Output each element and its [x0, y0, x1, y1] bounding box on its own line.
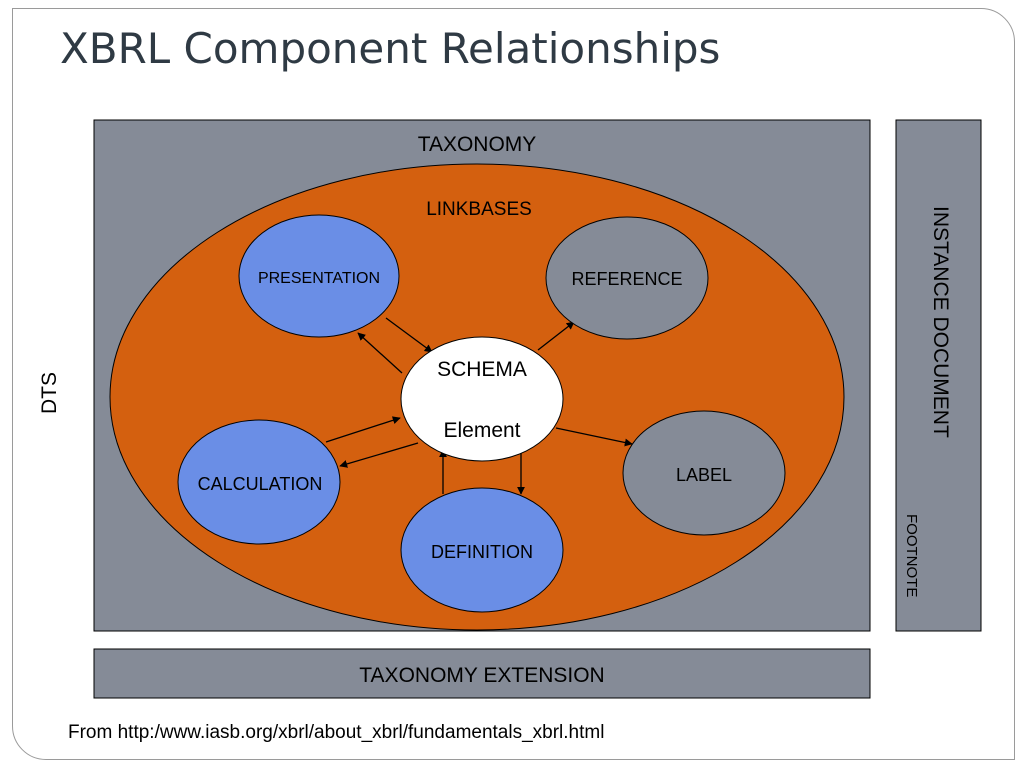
arrow-presentation-to-schema: [385, 317, 433, 353]
taxonomy-extension-box: [93, 648, 871, 699]
arrow-schema-to-calculation: [339, 442, 419, 468]
presentation-label: PRESENTATION: [258, 270, 380, 287]
reference-label: REFERENCE: [571, 269, 682, 289]
definition-node: [400, 487, 564, 613]
definition-label: DEFINITION: [431, 542, 533, 562]
label-node: [622, 410, 786, 536]
arrow-schema-to-reference: [537, 321, 575, 351]
reference-node: [545, 216, 709, 340]
taxonomy-label: TAXONOMY: [418, 133, 537, 156]
linkbases-label: LINKBASES: [426, 199, 532, 220]
taxonomy-extension-label: TAXONOMY EXTENSION: [359, 664, 604, 687]
arrow-schema-to-label: [555, 427, 633, 447]
calculation-label: CALCULATION: [198, 474, 323, 494]
slide-title: XBRL Component Relationships: [60, 24, 721, 73]
arrow-calculation-to-schema: [325, 416, 401, 443]
footnote-label: FOOTNOTE: [903, 514, 920, 597]
schema-label-line2: Element: [443, 419, 520, 442]
presentation-node: [238, 214, 400, 338]
calculation-node: [177, 419, 341, 545]
schema-node: [400, 336, 564, 462]
instance-document-label: INSTANCE DOCUMENT: [929, 206, 952, 438]
source-citation: From http:/www.iasb.org/xbrl/about_xbrl/…: [68, 722, 605, 743]
instance-document-box: [895, 119, 982, 632]
slide-frame: [12, 8, 1015, 760]
schema-label-line1: SCHEMA: [437, 358, 527, 381]
label-label: LABEL: [676, 465, 732, 485]
arrow-schema-to-presentation: [357, 332, 403, 374]
dts-label: DTS: [38, 372, 61, 414]
